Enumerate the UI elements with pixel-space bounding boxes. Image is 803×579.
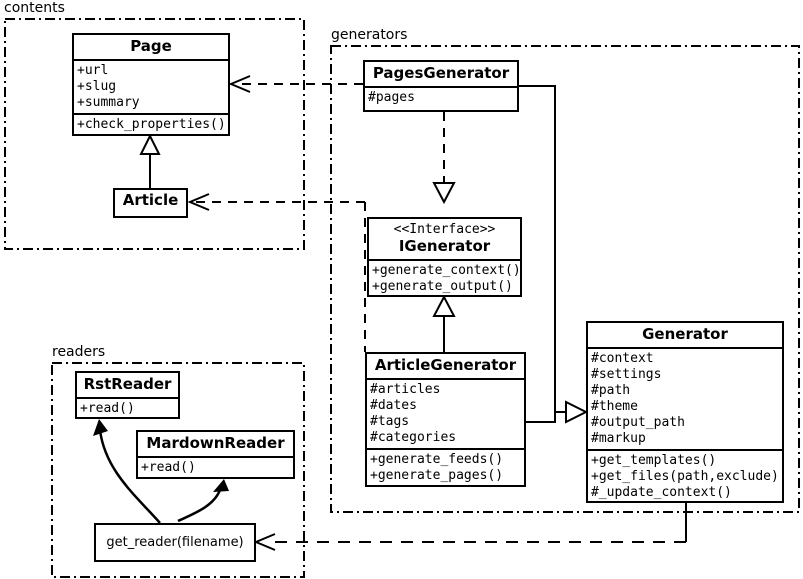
class-name-generator: Generator [642,325,728,343]
method: +check_properties() [77,117,226,132]
attribute: #context [591,351,654,366]
class-name-rstreader: RstReader [83,375,172,393]
package-label-generators: generators [331,27,408,43]
relationship-articlegenerator-to-igenerator [432,294,456,352]
relationship-generator-to-getreader [253,503,687,551]
class-box-page[interactable]: Page +url +slug +summary +check_properti… [72,33,230,136]
method: +read() [141,460,196,475]
method: +get_templates() [591,453,717,468]
method: +generate_output() [372,279,513,294]
class-attributes-pagesgenerator: #pages [365,86,517,108]
attribute: #markup [591,431,646,446]
class-methods-igenerator: +generate_context() +generate_output() [369,259,521,297]
attribute: #categories [370,430,457,445]
attribute: #dates [370,398,417,413]
attribute: +summary [77,95,140,110]
class-methods-page: +check_properties() [74,113,228,135]
class-box-mardownreader[interactable]: MardownReader +read() [136,430,295,479]
method: +get_files(path,exclude) [591,469,779,484]
class-methods-generator: +get_templates() +get_files(path,exclude… [588,449,782,503]
class-name-pagesgenerator: PagesGenerator [372,64,510,82]
attribute: #output_path [591,415,685,430]
method: +read() [80,401,135,416]
relationship-articlegenerator-to-article [187,193,366,352]
relationship-pagesgenerator-to-page [228,75,363,93]
relationship-article-to-page [139,133,161,188]
attribute: #tags [370,414,410,429]
method: +generate_pages() [370,468,504,483]
class-box-articlegenerator[interactable]: ArticleGenerator #articles #dates #tags … [365,352,526,487]
attribute: #articles [370,382,441,397]
attribute: #settings [591,367,662,382]
relationship-getreader-to-mardownreader [177,479,229,523]
attribute: #path [591,383,631,398]
relationship-generators-to-generator [519,85,589,424]
class-box-rstreader[interactable]: RstReader +read() [75,371,180,419]
package-label-readers: readers [52,344,106,360]
class-name-article: Article [122,191,179,209]
class-methods-mardownreader: +read() [138,456,293,478]
class-box-article[interactable]: Article [113,188,188,218]
class-name-mardownreader: MardownReader [146,434,285,452]
relationship-pagesgenerator-to-igenerator [432,112,456,205]
class-attributes-page: +url +slug +summary [74,59,228,113]
class-box-igenerator[interactable]: <<Interface>> IGenerator +generate_conte… [367,217,522,297]
attribute: +slug [77,79,117,94]
attribute: +url [77,63,109,78]
class-name-page: Page [130,37,172,55]
method: +generate_context() [372,263,521,278]
class-methods-rstreader: +read() [77,397,178,419]
attribute: #pages [368,90,415,105]
function-label-get-reader: get_reader(filename) [106,535,244,550]
class-name-igenerator: IGenerator [398,237,491,255]
method: #_update_context() [591,485,732,500]
class-box-generator[interactable]: Generator #context #settings #path #them… [586,321,784,503]
method: +generate_feeds() [370,452,504,467]
class-box-pagesgenerator[interactable]: PagesGenerator #pages [363,60,519,112]
class-attributes-articlegenerator: #articles #dates #tags #categories [367,378,524,448]
function-box-get-reader[interactable]: get_reader(filename) [94,523,256,562]
attribute: #theme [591,399,638,414]
class-attributes-generator: #context #settings #path #theme #output_… [588,347,782,449]
class-methods-articlegenerator: +generate_feeds() +generate_pages() [367,448,524,486]
package-label-contents: contents [4,0,65,16]
class-name-articlegenerator: ArticleGenerator [374,356,517,374]
class-stereotype-igenerator: <<Interface>> [393,222,496,237]
